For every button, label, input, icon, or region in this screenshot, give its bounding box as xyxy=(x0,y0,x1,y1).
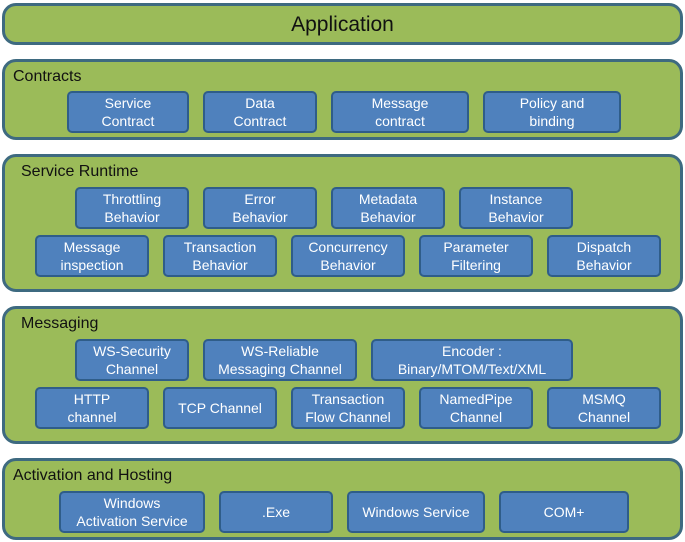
error-behavior-box: Error Behavior xyxy=(203,187,317,229)
ws-reliable-messaging-channel-box: WS-Reliable Messaging Channel xyxy=(203,339,357,381)
concurrency-behavior-box: Concurrency Behavior xyxy=(291,235,405,277)
service-contract-box: Service Contract xyxy=(67,91,189,133)
namedpipe-channel-box: NamedPipe Channel xyxy=(419,387,533,429)
messaging-layer: Messaging WS-Security Channel WS-Reliabl… xyxy=(2,306,683,444)
encoder-box: Encoder : Binary/MTOM/Text/XML xyxy=(371,339,573,381)
message-contract-box: Message contract xyxy=(331,91,469,133)
policy-binding-box: Policy and binding xyxy=(483,91,621,133)
windows-activation-service-box: Windows Activation Service xyxy=(59,491,205,533)
throttling-behavior-box: Throttling Behavior xyxy=(75,187,189,229)
http-channel-box: HTTP channel xyxy=(35,387,149,429)
tcp-channel-box: TCP Channel xyxy=(163,387,277,429)
application-title: Application xyxy=(291,13,394,36)
messaging-title: Messaging xyxy=(21,315,99,332)
exe-box: .Exe xyxy=(219,491,333,533)
service-runtime-layer: Service Runtime Throttling Behavior Erro… xyxy=(2,154,683,292)
application-layer: Application xyxy=(2,3,683,45)
parameter-filtering-box: Parameter Filtering xyxy=(419,235,533,277)
msmq-channel-box: MSMQ Channel xyxy=(547,387,661,429)
contracts-layer: Contracts Service Contract Data Contract… xyxy=(2,59,683,140)
com-plus-box: COM+ xyxy=(499,491,629,533)
ws-security-channel-box: WS-Security Channel xyxy=(75,339,189,381)
transaction-flow-channel-box: Transaction Flow Channel xyxy=(291,387,405,429)
dispatch-behavior-box: Dispatch Behavior xyxy=(547,235,661,277)
metadata-behavior-box: Metadata Behavior xyxy=(331,187,445,229)
service-runtime-title: Service Runtime xyxy=(21,163,139,180)
contracts-title: Contracts xyxy=(13,68,82,85)
windows-service-box: Windows Service xyxy=(347,491,485,533)
transaction-behavior-box: Transaction Behavior xyxy=(163,235,277,277)
data-contract-box: Data Contract xyxy=(203,91,317,133)
activation-hosting-title: Activation and Hosting xyxy=(13,467,173,484)
activation-hosting-layer: Activation and Hosting Windows Activatio… xyxy=(2,458,683,540)
message-inspection-box: Message inspection xyxy=(35,235,149,277)
instance-behavior-box: Instance Behavior xyxy=(459,187,573,229)
